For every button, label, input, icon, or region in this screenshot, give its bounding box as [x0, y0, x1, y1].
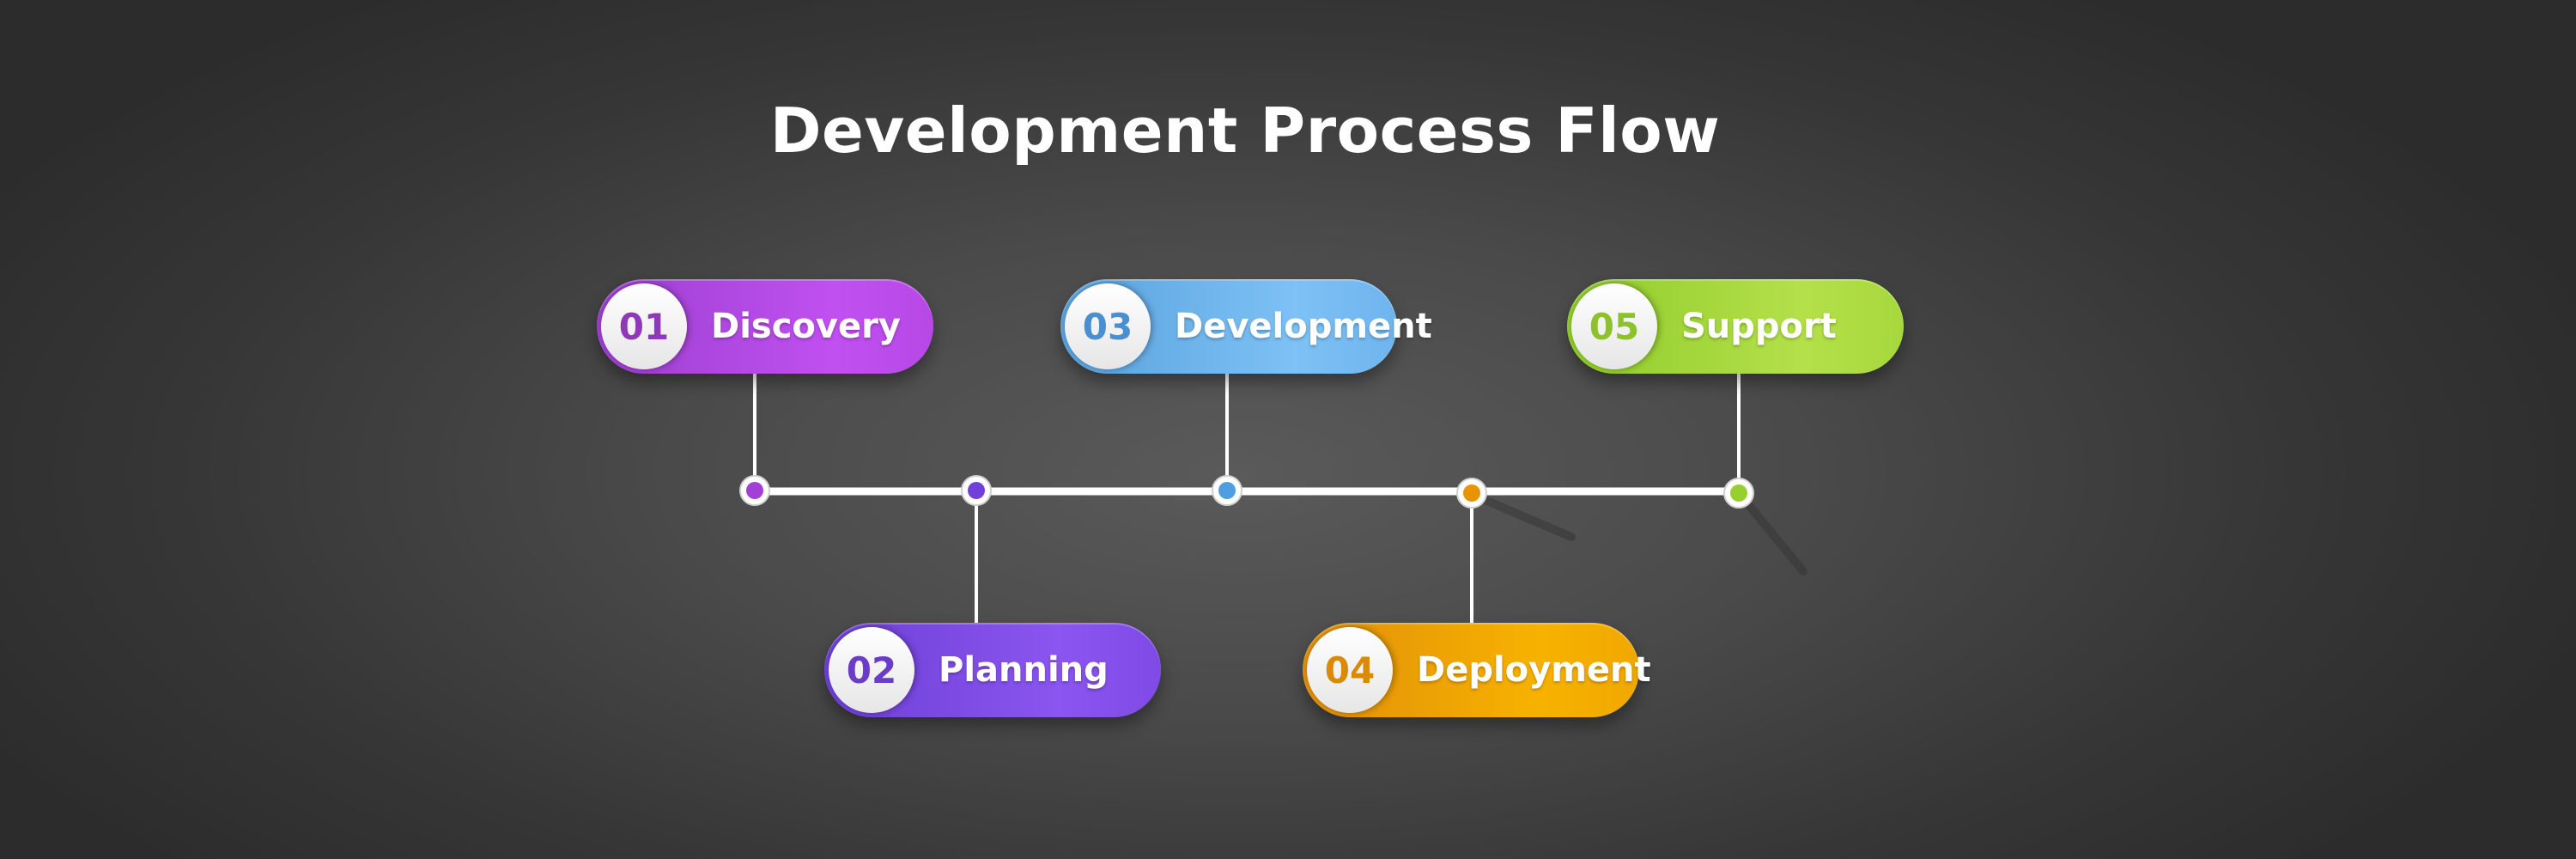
step-deployment: 04 Deployment	[1303, 623, 1651, 717]
decorative-shadow	[1739, 494, 1807, 576]
step-number: 04	[1307, 627, 1393, 713]
step-label: Deployment	[1417, 650, 1651, 690]
node-step-3	[1212, 475, 1242, 506]
step-development: 03 Development	[1060, 279, 1432, 374]
step-number: 05	[1571, 283, 1657, 369]
node-step-4	[1456, 478, 1487, 509]
step-label: Support	[1681, 307, 1837, 346]
step-label: Discovery	[711, 307, 901, 346]
step-number: 03	[1065, 283, 1151, 369]
node-step-2	[961, 475, 992, 506]
step-discovery: 01 Discovery	[597, 279, 933, 374]
step-planning: 02 Planning	[824, 623, 1161, 717]
node-step-5	[1723, 478, 1754, 509]
step-number: 01	[601, 283, 687, 369]
step-label: Development	[1175, 307, 1432, 346]
step-number: 02	[829, 627, 914, 713]
decorative-shadow	[1473, 492, 1576, 541]
node-step-1	[739, 475, 770, 506]
step-support: 05 Support	[1567, 279, 1904, 374]
step-label: Planning	[939, 650, 1109, 690]
diagram-title: Development Process Flow	[769, 94, 1721, 167]
